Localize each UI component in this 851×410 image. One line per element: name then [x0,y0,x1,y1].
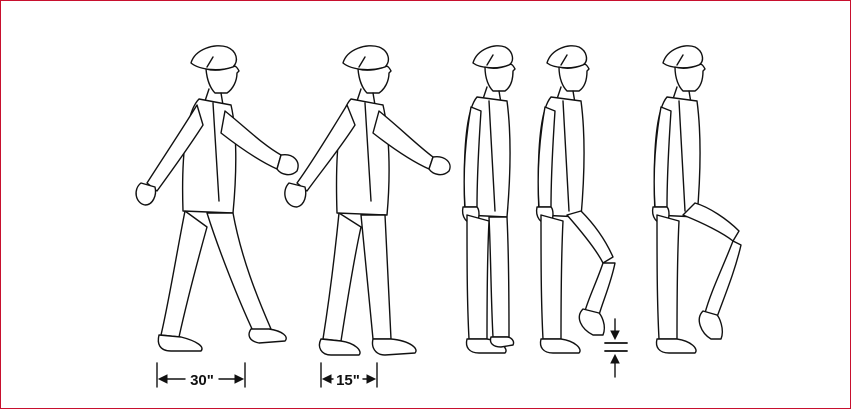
dimension-30-inch: 30" [157,363,245,389]
figure-full-step [136,46,298,351]
dimension-label-15: 15" [336,372,360,389]
raise-foot-distance-arrows [605,319,627,377]
dimension-15-inch: 15" [321,363,377,389]
dimension-label-30: 30" [190,372,214,389]
figure-halt [463,46,515,353]
figure-mark-time-foot-raised [537,46,615,353]
figure-mark-time-knee-raised [653,46,741,353]
figure-half-step [285,46,450,355]
